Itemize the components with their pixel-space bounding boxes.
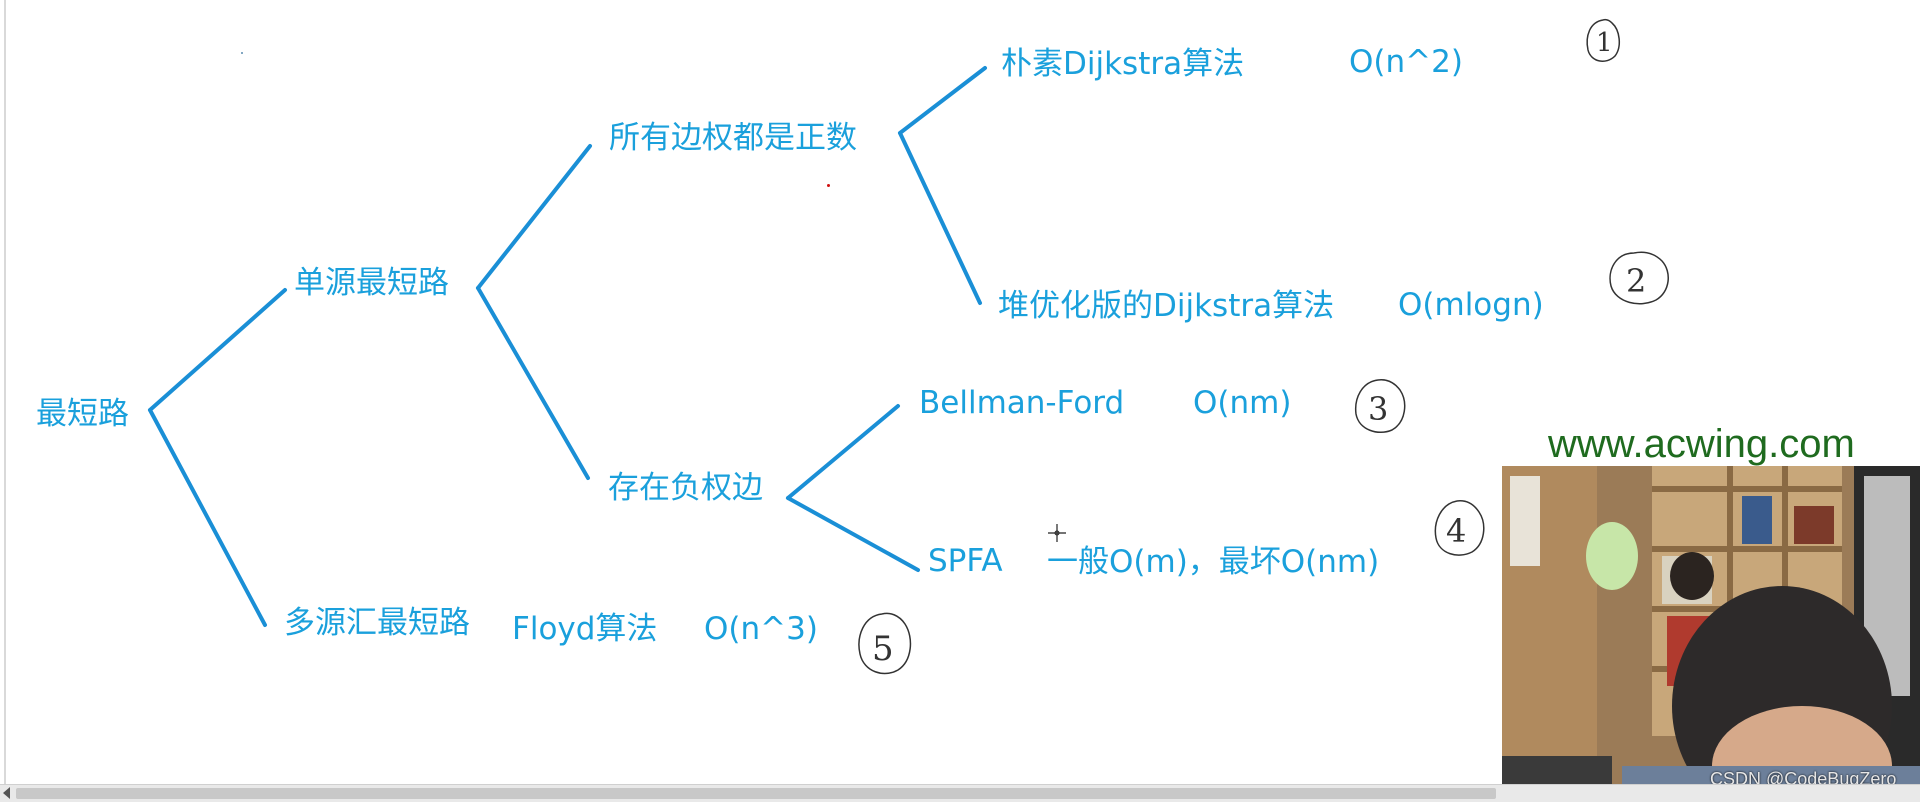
edge-root-multi [148,408,267,627]
circled-number-2: 2 [1609,251,1669,305]
edge-negative-bellman [786,404,900,500]
edge-root-single [148,288,287,412]
complexity-heap-dijkstra: O(mlogn) [1398,287,1544,323]
canvas-left-border [4,0,6,784]
scrollbar-thumb[interactable] [16,788,1496,799]
webcam-scene [1502,466,1920,802]
node-single-source: 单源最短路 [294,265,449,301]
complexity-naive-dijkstra: O(n^2) [1349,44,1463,80]
svg-text:5: 5 [872,629,894,669]
crosshair-cursor-icon [1048,524,1066,542]
gray-speck [241,52,243,54]
node-floyd: Floyd算法 [512,611,658,647]
complexity-floyd: O(n^3) [704,611,818,647]
edge-positive-naive [898,66,987,135]
svg-text:3: 3 [1368,390,1388,428]
node-naive-dijkstra: 朴素Dijkstra算法 [1001,46,1245,82]
circled-number-3: 3 [1354,379,1406,434]
circled-number-4: 4 [1434,500,1485,556]
svg-text:2: 2 [1626,262,1646,300]
edge-negative-spfa [786,496,920,572]
edge-single-negative [476,286,590,480]
circled-number-1: 1 [1586,18,1620,62]
node-spfa: SPFA [928,543,1003,579]
node-root: 最短路 [36,396,129,432]
complexity-bellman-ford: O(nm) [1193,385,1292,421]
node-all-positive: 所有边权都是正数 [609,120,857,156]
complexity-spfa: 一般O(m)，最坏O(nm) [1047,544,1380,580]
node-bellman-ford: Bellman-Ford [919,385,1125,421]
svg-text:4: 4 [1446,512,1466,550]
node-negative-exists: 存在负权边 [608,470,763,506]
circled-number-5: 5 [858,612,912,675]
svg-text:1: 1 [1596,28,1613,58]
edge-single-positive [476,144,592,290]
webcam-video-panel [1502,466,1920,802]
acwing-watermark: www.acwing.com [1548,422,1855,466]
node-multi-source: 多源汇最短路 [284,605,470,641]
red-dot-mark [827,184,830,187]
node-heap-dijkstra: 堆优化版的Dijkstra算法 [998,288,1335,324]
scroll-left-arrow-icon[interactable] [3,787,10,799]
horizontal-scrollbar[interactable] [0,784,1920,802]
edge-positive-heap [898,131,982,305]
